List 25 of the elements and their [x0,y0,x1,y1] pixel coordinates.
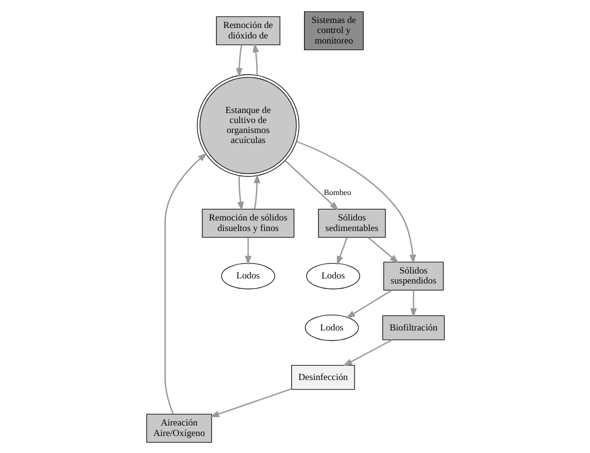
arrow [209,388,292,417]
arrow [236,175,244,211]
node-ellipse: Lodos [306,262,360,289]
arrow [367,236,398,263]
node-ellipse: Lodos [304,314,358,340]
arrow [345,289,392,318]
arrow [296,140,416,264]
node-box: Sólidos sedimentables [318,208,386,238]
arrow [235,44,242,77]
node-box: Desinfección [290,364,354,390]
node-box: Remoción de sólidos disueltos y finos [201,208,294,238]
arrow [164,152,207,414]
arrow [336,236,348,265]
node-box: Biofiltración [382,314,444,340]
arrow [284,160,338,210]
node-box: Sistemas de control y monitoreo [304,10,364,50]
node-ellipse: Lodos [220,262,275,289]
node-box: Sólidos suspendidos [382,261,444,290]
node-box: Aireación Aire/Oxígeno [146,413,212,442]
arrow [252,42,259,75]
arrow [410,290,416,318]
arrow [253,173,260,209]
arrow [244,236,251,265]
arrow [342,338,392,366]
node-box: Remoción de dióxido de [215,16,280,45]
